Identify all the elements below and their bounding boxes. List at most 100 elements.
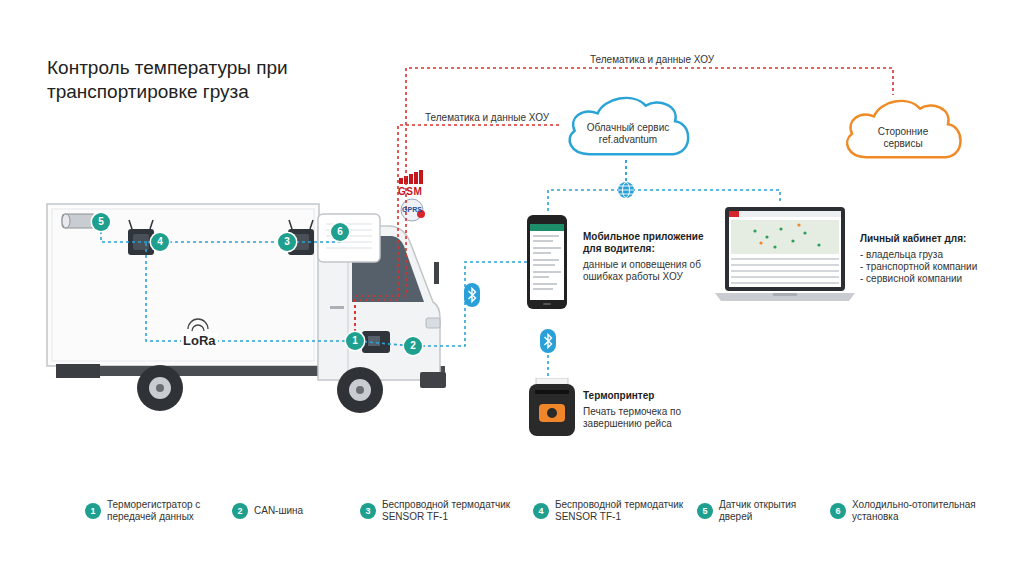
bluetooth-icon bbox=[540, 329, 556, 353]
laptop-illustration bbox=[797, 223, 800, 226]
laptop-illustration bbox=[731, 270, 839, 272]
laptop-illustration bbox=[803, 231, 806, 234]
laptop-illustration bbox=[729, 211, 841, 217]
edge-label: Телематика и данные ХОУ bbox=[590, 54, 714, 66]
laptop-illustration bbox=[773, 293, 797, 296]
callout-number: 2 bbox=[404, 337, 422, 355]
callout-number-text: 4 bbox=[151, 236, 169, 248]
wheel bbox=[137, 365, 183, 411]
printer-illustration bbox=[539, 404, 565, 422]
protocol-label: LoRa bbox=[181, 333, 218, 348]
phone-illustration bbox=[533, 271, 561, 273]
wheel-hub bbox=[149, 377, 171, 399]
phone-illustration bbox=[527, 215, 569, 311]
door-handle bbox=[330, 306, 344, 309]
cloud-service: Облачный сервис ref.advantum bbox=[560, 92, 696, 160]
laptop-illustration bbox=[715, 207, 855, 307]
bluetooth-icon bbox=[469, 289, 476, 302]
laptop-illustration bbox=[773, 245, 776, 248]
laptop-illustration bbox=[729, 211, 739, 217]
gsm-logo bbox=[399, 178, 403, 184]
front-bumper bbox=[420, 372, 446, 388]
user-cabinet: Личный кабинет для: - владельца груза- тр… bbox=[715, 203, 1015, 311]
callout-number-text: 2 bbox=[404, 340, 422, 352]
headlight bbox=[426, 318, 440, 328]
phone-illustration bbox=[533, 283, 557, 285]
phone-illustration bbox=[533, 235, 559, 237]
wheel-hub bbox=[156, 384, 164, 392]
callout-number: 1 bbox=[85, 505, 101, 517]
callout-number: 3 bbox=[360, 505, 376, 517]
laptop-illustration bbox=[731, 220, 839, 254]
gsm-logo bbox=[414, 172, 418, 184]
node-text: - транспортной компании bbox=[860, 261, 1015, 273]
thermo-printer: ТермопринтерПечать термочека по завершен… bbox=[527, 378, 707, 440]
cargo-panel bbox=[52, 209, 314, 361]
data-link bbox=[626, 160, 780, 203]
callout-number: 4 bbox=[533, 505, 549, 517]
legend-text: Холодильно-отопительная установка bbox=[852, 499, 992, 523]
phone-illustration bbox=[533, 276, 549, 278]
node-heading: Личный кабинет для: bbox=[860, 233, 1010, 245]
data-link bbox=[364, 342, 404, 345]
gsm-logo bbox=[399, 170, 423, 184]
laptop-illustration bbox=[731, 258, 839, 284]
legend-text: Терморегистратор с передачей данных bbox=[107, 499, 211, 523]
callout-number: 2 bbox=[232, 505, 248, 517]
node-text: - сервисной компании bbox=[860, 273, 1015, 285]
bluetooth-icon bbox=[540, 329, 556, 353]
rear-bumper bbox=[56, 364, 100, 378]
edge-label: Телематика и данные ХОУ bbox=[425, 112, 549, 124]
laptop-illustration bbox=[731, 264, 839, 266]
data-logger bbox=[368, 336, 380, 346]
node-heading: Облачный сервис ref.advantum bbox=[580, 122, 676, 146]
printer-illustration bbox=[535, 390, 569, 394]
data-link bbox=[169, 241, 278, 243]
network-label: GPRS bbox=[400, 206, 424, 214]
data-link bbox=[146, 242, 346, 341]
callout-number: 3 bbox=[278, 233, 296, 251]
laptop-illustration bbox=[729, 211, 841, 287]
bluetooth-icon bbox=[464, 283, 480, 307]
gsm-logo bbox=[409, 174, 413, 184]
callout-number: 6 bbox=[830, 505, 846, 517]
bluetooth-icon bbox=[464, 283, 480, 307]
phone-illustration bbox=[533, 264, 555, 266]
legend-text: Беспроводной термодатчик SENSOR TF-1 bbox=[555, 499, 697, 523]
data-link bbox=[548, 160, 626, 213]
fridge-unit bbox=[318, 214, 380, 262]
gsm-logo bbox=[419, 170, 423, 184]
node-text: Печать термочека по завершению рейса bbox=[583, 406, 687, 430]
laptop-illustration bbox=[731, 258, 839, 260]
callout-number: 5 bbox=[92, 213, 110, 231]
door-sensor bbox=[62, 214, 70, 228]
globe-icon bbox=[618, 182, 634, 198]
phone-illustration bbox=[530, 224, 564, 231]
callout-number: 1 bbox=[346, 332, 364, 350]
phone-illustration bbox=[530, 224, 564, 300]
callout-number-text: 1 bbox=[346, 335, 364, 347]
node-text: данные и оповещения об ошибках работы ХО… bbox=[583, 259, 701, 283]
callout-number: 4 bbox=[151, 233, 169, 251]
node-heading: Мобильное приложение для водителя: bbox=[583, 231, 715, 255]
callout-number-text: 5 bbox=[92, 216, 110, 228]
node-heading: Сторонние сервисы bbox=[863, 126, 943, 150]
callout-number: 5 bbox=[697, 505, 713, 517]
mirror bbox=[434, 262, 439, 284]
wheel-hub bbox=[349, 379, 371, 401]
laptop-illustration bbox=[779, 227, 782, 230]
phone-illustration bbox=[543, 303, 551, 305]
door-sensor bbox=[62, 214, 96, 228]
phone-illustration bbox=[527, 215, 567, 309]
printer-illustration bbox=[529, 378, 577, 438]
phone-illustration bbox=[533, 288, 553, 290]
legend-text: Датчик открытия дверей bbox=[719, 499, 809, 523]
laptop-illustration bbox=[759, 241, 762, 244]
cloud-outline bbox=[570, 98, 689, 154]
network-label: GSM bbox=[398, 186, 428, 197]
legend-text: Беспроводной термодатчик SENSOR TF-1 bbox=[382, 499, 524, 523]
node-text: - владельца груза bbox=[860, 249, 1015, 261]
data-link bbox=[296, 241, 340, 242]
wheel bbox=[337, 367, 383, 413]
phone-illustration bbox=[533, 252, 551, 254]
